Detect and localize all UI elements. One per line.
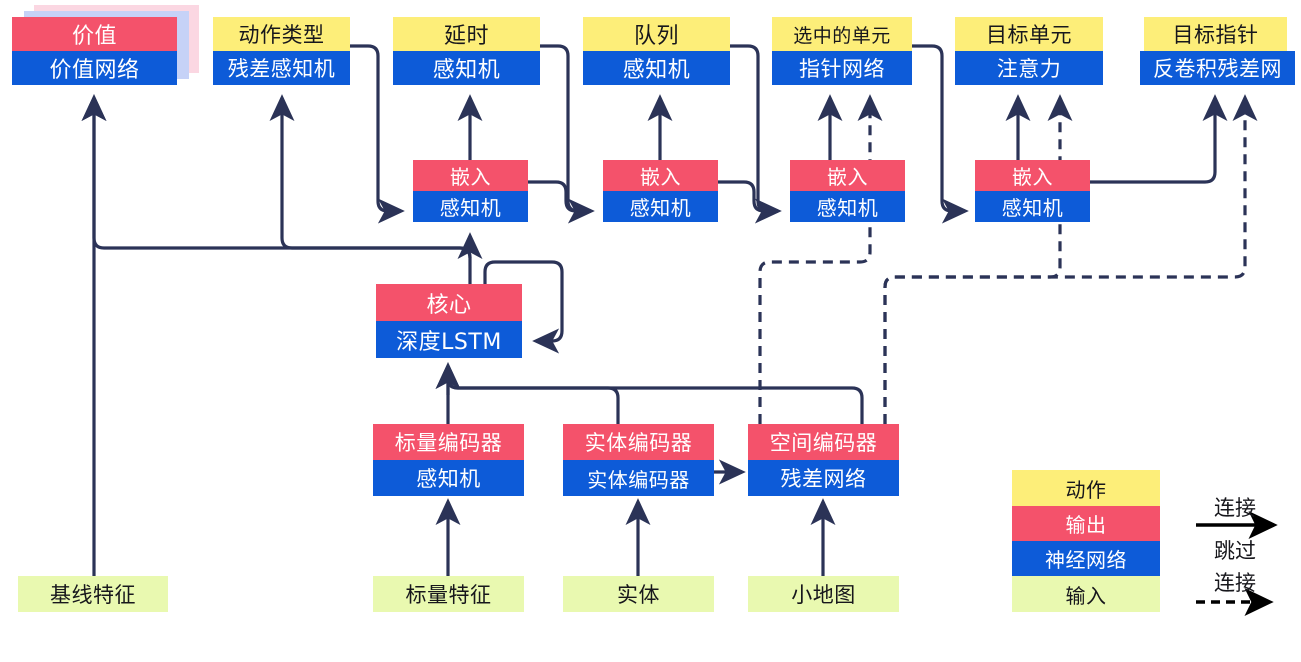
node-queue-bottom-label: 感知机 — [583, 51, 730, 85]
legend-skip-connection-label-line2: 连接 — [1214, 571, 1256, 595]
node-value-bottom-label: 价值网络 — [12, 51, 177, 85]
node-queue-top-label: 队列 — [583, 17, 730, 51]
node-entity-encoder-top-label: 实体编码器 — [563, 424, 714, 460]
node-action-type-top-label: 动作类型 — [213, 17, 350, 51]
node-selected-units-top-label: 选中的单元 — [772, 17, 912, 51]
node-delay-bottom-label: 感知机 — [393, 51, 540, 85]
wire-skip-spatial-encoder-to-target-unit — [883, 94, 1073, 424]
node-embed4[interactable]: 嵌入 感知机 — [975, 160, 1090, 222]
node-target-point-bottom-label: 反卷积残差网 — [1140, 51, 1295, 85]
node-embed2-top-label: 嵌入 — [603, 160, 718, 191]
node-entity-encoder-bottom-label: 实体编码器 — [563, 460, 714, 496]
legend-swatch-input: 输入 — [1012, 576, 1160, 612]
legend-connection-label: 连接 — [1214, 496, 1256, 520]
node-scalar-encoder-bottom-label: 感知机 — [373, 460, 524, 496]
node-action-type-bottom-label: 残差感知机 — [213, 51, 350, 85]
node-value[interactable]: 价值 价值网络 — [12, 5, 199, 85]
node-queue[interactable]: 队列 感知机 — [583, 17, 730, 85]
node-spatial-encoder-top-label: 空间编码器 — [748, 424, 899, 460]
wire-embed1-to-embed2 — [528, 180, 595, 224]
node-baseline-features[interactable]: 基线特征 — [18, 576, 168, 612]
node-selected-units[interactable]: 选中的单元 指针网络 — [772, 17, 912, 85]
node-core[interactable]: 核心 深度LSTM — [376, 284, 522, 358]
node-spatial-encoder-bottom-label: 残差网络 — [748, 460, 899, 496]
wire-skip-entity-encoder-to-selected-units — [758, 94, 883, 424]
node-target-unit-bottom-label: 注意力 — [955, 51, 1103, 85]
node-scalar-encoder[interactable]: 标量编码器 感知机 — [373, 424, 524, 496]
node-embed3-bottom-label: 感知机 — [790, 191, 905, 222]
node-embed1-top-label: 嵌入 — [413, 160, 528, 191]
node-action-type[interactable]: 动作类型 残差感知机 — [213, 17, 350, 85]
node-entity-encoder[interactable]: 实体编码器 实体编码器 — [563, 424, 714, 496]
node-embed1-bottom-label: 感知机 — [413, 191, 528, 222]
node-core-top-label: 核心 — [376, 284, 522, 321]
legend-skip-connection-label-line1: 跳过 — [1214, 539, 1256, 563]
wire-embed4-to-target-point — [1090, 94, 1228, 184]
node-embed4-top-label: 嵌入 — [975, 160, 1090, 191]
node-core-bottom-label: 深度LSTM — [376, 321, 522, 358]
wire-embed2-to-embed3 — [718, 180, 782, 224]
wire-queue-to-embed3 — [730, 44, 778, 213]
node-embed4-bottom-label: 感知机 — [975, 191, 1090, 222]
node-target-unit[interactable]: 目标单元 注意力 — [955, 17, 1103, 85]
node-scalar-encoder-top-label: 标量编码器 — [373, 424, 524, 460]
wire-spatial-encoder-to-core — [446, 366, 864, 424]
wire-entity-encoder-to-core — [435, 362, 620, 424]
node-target-point[interactable]: 目标指针 反卷积残差网 — [1140, 17, 1295, 85]
node-scalar-features[interactable]: 标量特征 — [373, 576, 524, 612]
wire-skip-spatial-encoder-to-target-point — [883, 94, 1258, 424]
legend-swatch-output: 输出 — [1012, 506, 1160, 541]
legend-swatch-action: 动作 — [1012, 470, 1160, 506]
node-target-point-top-label: 目标指针 — [1144, 17, 1287, 51]
node-selected-units-bottom-label: 指针网络 — [772, 51, 912, 85]
node-minimap[interactable]: 小地图 — [748, 576, 899, 612]
node-embed3[interactable]: 嵌入 感知机 — [790, 160, 905, 222]
node-embed2-bottom-label: 感知机 — [603, 191, 718, 222]
node-delay-top-label: 延时 — [393, 17, 540, 51]
node-target-unit-top-label: 目标单元 — [955, 17, 1103, 51]
node-embed1[interactable]: 嵌入 感知机 — [413, 160, 528, 222]
legend-swatches: 动作 输出 神经网络 输入 — [1012, 470, 1160, 612]
legend-swatch-neural-network: 神经网络 — [1012, 541, 1160, 576]
node-embed2[interactable]: 嵌入 感知机 — [603, 160, 718, 222]
node-entities[interactable]: 实体 — [563, 576, 714, 612]
node-value-top-label: 价值 — [12, 17, 177, 51]
node-spatial-encoder[interactable]: 空间编码器 残差网络 — [748, 424, 899, 496]
node-embed3-top-label: 嵌入 — [790, 160, 905, 191]
node-delay[interactable]: 延时 感知机 — [393, 17, 540, 85]
